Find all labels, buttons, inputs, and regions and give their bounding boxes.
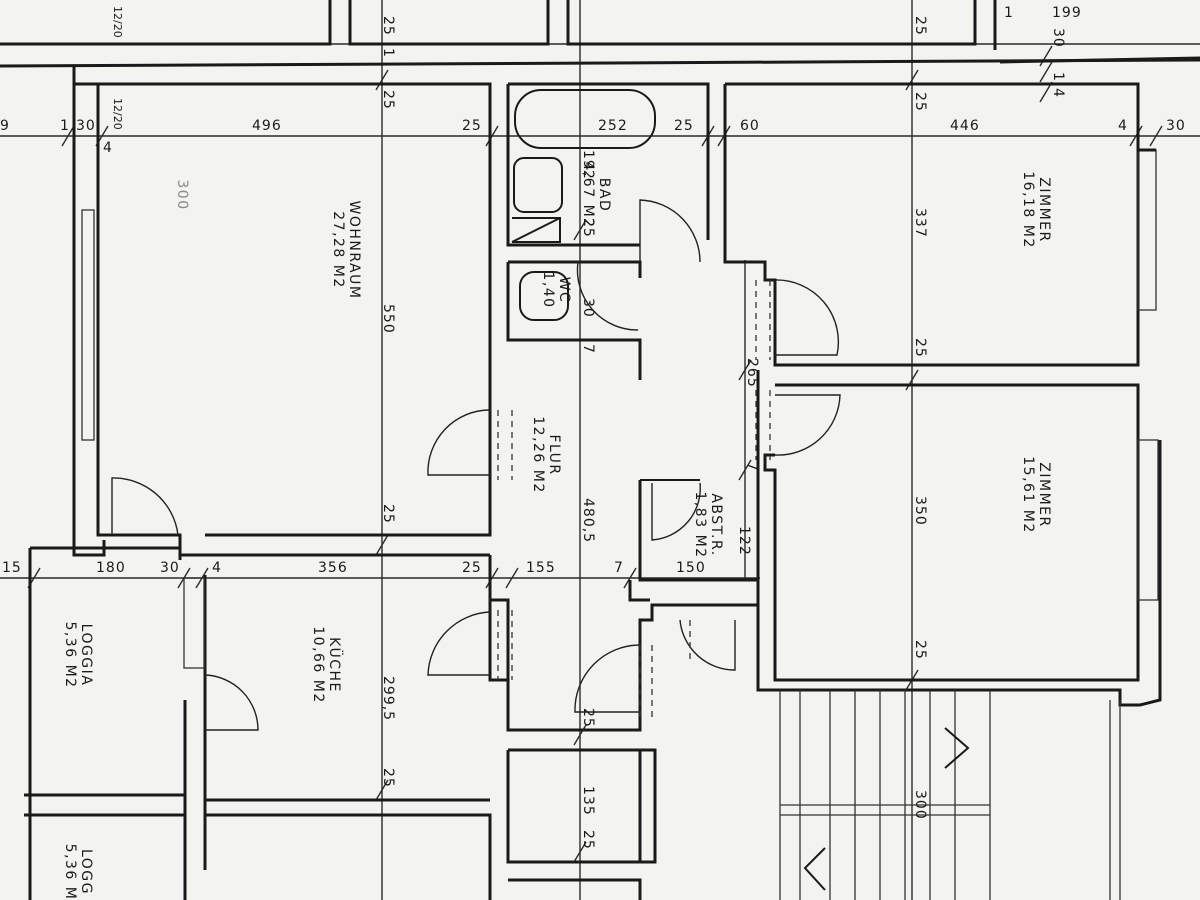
room-name-flur: FLUR xyxy=(546,434,562,475)
dim-label: 7 xyxy=(614,560,624,576)
door-abstellraum xyxy=(651,482,701,541)
dim-label: 25 xyxy=(380,16,396,36)
dim-label: 180 xyxy=(96,560,126,576)
door-wc xyxy=(576,261,639,331)
dim-label: 25 xyxy=(380,90,396,110)
dim-label: 265 xyxy=(744,358,760,388)
dim-label: 356 xyxy=(318,560,348,576)
dim-label: 252 xyxy=(598,118,628,134)
room-name-wohnraum: WOHNRAUM xyxy=(346,201,362,300)
room-area-loggia-2: 5,36 M xyxy=(62,844,78,900)
dim-label: 135 xyxy=(580,786,596,816)
dim-label: 350 xyxy=(912,496,928,526)
room-area-wohnraum: 27,28 M2 xyxy=(330,211,346,289)
handwritten-note: 300 xyxy=(174,179,190,210)
dim-label: 25 xyxy=(912,338,928,358)
door-wohnraum xyxy=(427,409,491,476)
room-labels: WOHNRAUM 27,28 M2 BAD 4,67 M2 WC 1,40 ZI… xyxy=(62,161,1052,900)
door-wohnraum-loggia xyxy=(111,477,179,536)
dim-label: 122 xyxy=(736,526,752,556)
dim-label: 12/20 xyxy=(111,98,124,130)
dim-label: 4 xyxy=(1118,118,1128,134)
dim-label: 30 xyxy=(1166,118,1186,134)
dim-label: 25 xyxy=(462,118,482,134)
dim-label: 7 xyxy=(744,462,760,472)
dim-label: 30 xyxy=(1050,28,1066,48)
room-name-wc: WC xyxy=(556,277,572,304)
room-area-kueche: 10,66 M2 xyxy=(310,626,326,704)
room-name-zimmer-1: ZIMMER xyxy=(1036,177,1052,242)
dim-label: 15 xyxy=(2,560,22,576)
dim-label: 60 xyxy=(740,118,760,134)
dim-label: 30 xyxy=(160,560,180,576)
room-name-kueche: KÜCHE xyxy=(326,637,344,693)
door-kueche xyxy=(427,611,491,676)
dim-label: 4 xyxy=(103,140,113,156)
dim-label: 25 xyxy=(912,640,928,660)
dim-label: 7 xyxy=(580,344,596,354)
dim-label: 25 xyxy=(912,16,928,36)
room-area-zimmer-1: 16,18 M2 xyxy=(1020,171,1036,249)
dim-label: 550 xyxy=(380,304,396,334)
dim-label: 25 xyxy=(380,768,396,788)
dim-label: 155 xyxy=(526,560,556,576)
dim-label: 4 xyxy=(212,560,222,576)
room-area-bad: 4,67 M2 xyxy=(580,161,596,228)
staircase xyxy=(779,690,1121,900)
dim-label: 25 xyxy=(580,708,596,728)
dim-label: 25 xyxy=(580,218,596,238)
dim-label: 30 xyxy=(580,298,596,318)
door-entrance xyxy=(679,619,736,671)
room-area-flur: 12,26 M2 xyxy=(530,416,546,494)
dimension-labels-horizontal: 9 1 30 4 496 25 252 25 60 446 4 30 199 1… xyxy=(0,5,1186,576)
dim-label: 1 xyxy=(60,118,70,134)
dim-label: 12/20 xyxy=(111,6,124,38)
dim-label: 25 xyxy=(912,92,928,112)
dim-label: 1 xyxy=(380,48,396,58)
dim-label: 1 xyxy=(1050,72,1066,82)
room-name-bad: BAD xyxy=(596,178,612,212)
dim-label: 25 xyxy=(580,830,596,850)
room-name-abstellraum: ABST.R. xyxy=(708,493,724,556)
dim-label: 1 xyxy=(1004,5,1014,21)
room-area-loggia-1: 5,36 M2 xyxy=(62,621,78,688)
door-zimmer-2 xyxy=(774,394,841,456)
dim-label: 192 xyxy=(580,150,596,180)
dim-label: 300 xyxy=(912,790,928,820)
dim-label: 299,5 xyxy=(380,676,396,721)
dim-label: 25 xyxy=(380,504,396,524)
dim-label: 9 xyxy=(0,118,10,134)
dim-label: 446 xyxy=(950,118,980,134)
dim-label: 30 xyxy=(76,118,96,134)
dim-label: 150 xyxy=(676,560,706,576)
dim-label: 480,5 xyxy=(580,498,596,543)
dim-label: 199 xyxy=(1052,5,1082,21)
openings xyxy=(497,280,771,720)
dim-label: 4 xyxy=(1050,88,1066,98)
dimension-labels-vertical: 12/20 25 1 25 30 1 4 12/20 25 25 192 25 … xyxy=(111,6,1066,850)
dim-label: 337 xyxy=(912,208,928,238)
door-loggia xyxy=(204,674,259,731)
room-name-loggia-1: LOGGIA xyxy=(78,624,94,687)
room-area-wc: 1,40 xyxy=(540,271,556,308)
dim-label: 25 xyxy=(674,118,694,134)
room-name-zimmer-2: ZIMMER xyxy=(1036,462,1052,527)
room-name-loggia-2: LOGG xyxy=(78,849,94,895)
room-area-zimmer-2: 15,61 M2 xyxy=(1020,456,1036,534)
door-zimmer-1 xyxy=(774,279,840,356)
dim-label: 25 xyxy=(462,560,482,576)
door-flur-lower xyxy=(574,644,641,713)
room-area-abstellraum: 1,83 M2 xyxy=(692,491,708,558)
doors xyxy=(111,199,841,731)
dim-label: 496 xyxy=(252,118,282,134)
door-bad xyxy=(639,199,701,263)
